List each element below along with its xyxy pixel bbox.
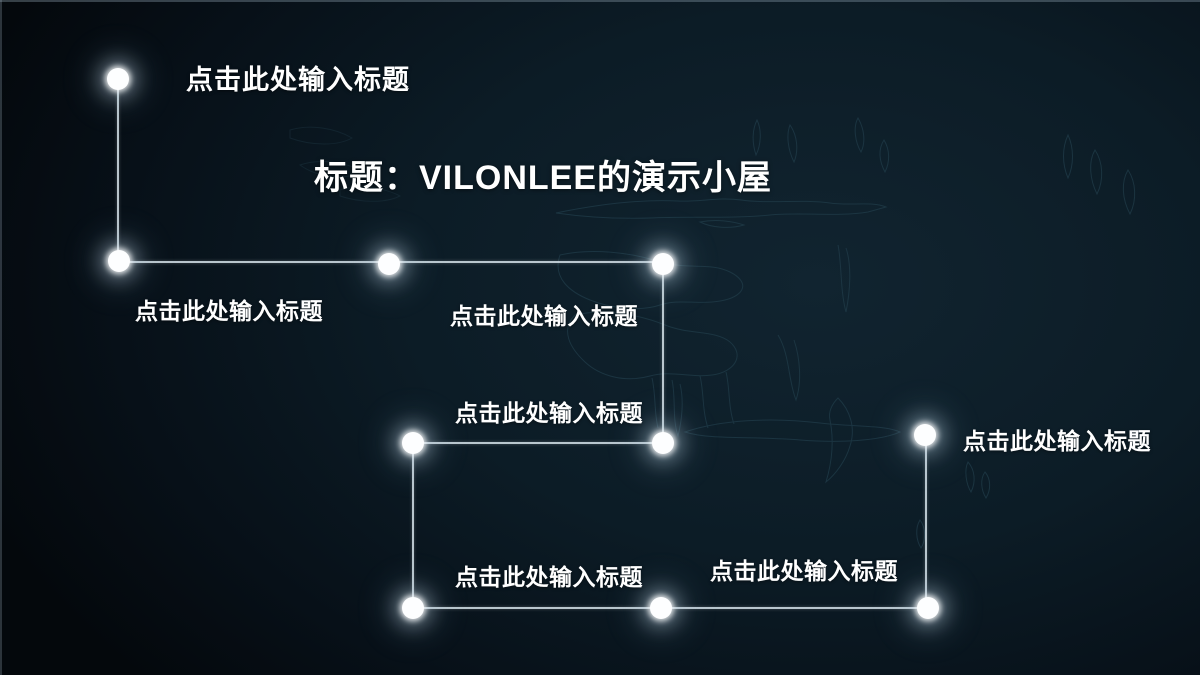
timeline-node-dot [107, 68, 129, 90]
slide-main-title[interactable]: 标题：VILONLEE的演示小屋 [314, 159, 773, 197]
title-placeholder-4[interactable]: 点击此处输入标题 [963, 428, 1151, 454]
title-placeholder-6[interactable]: 点击此处输入标题 [710, 558, 898, 584]
connector-d-e [662, 264, 664, 443]
title-placeholder-2[interactable]: 点击此处输入标题 [450, 303, 638, 329]
timeline-node-dot [652, 432, 674, 454]
timeline-node-dot [108, 250, 130, 272]
title-placeholder-5[interactable]: 点击此处输入标题 [455, 564, 643, 590]
title-placeholder-1[interactable]: 点击此处输入标题 [135, 298, 323, 324]
heading-title-placeholder[interactable]: 点击此处输入标题 [186, 65, 410, 95]
connector-f-e [413, 442, 663, 444]
timeline-node-dot [914, 424, 936, 446]
title-placeholder-3[interactable]: 点击此处输入标题 [455, 400, 643, 426]
slide-left-edge-highlight [0, 0, 2, 675]
connector-a-b [117, 79, 119, 261]
connector-f-g [412, 443, 414, 608]
timeline-node-dot [402, 432, 424, 454]
timeline-node-dot [650, 597, 672, 619]
slide-top-edge-highlight [0, 0, 1200, 2]
timeline-node-dot [917, 597, 939, 619]
connector-j-i [925, 435, 927, 608]
timeline-node-dot [402, 597, 424, 619]
timeline-node-dot [652, 253, 674, 275]
timeline-node-dot [378, 253, 400, 275]
